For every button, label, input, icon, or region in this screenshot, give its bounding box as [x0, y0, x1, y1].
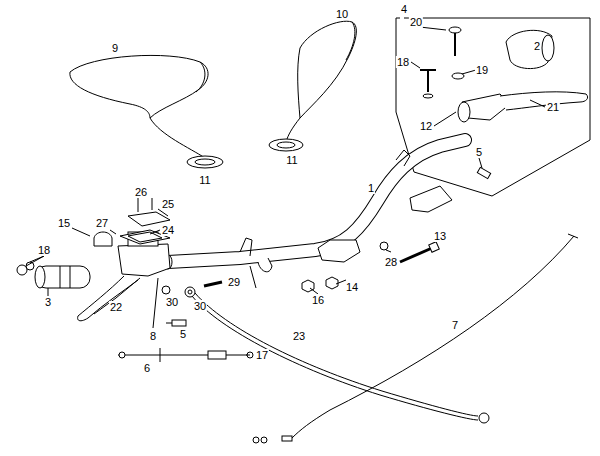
- callout-number: 19: [475, 64, 489, 76]
- callout-number: 8: [149, 330, 157, 342]
- callout-number: 10: [335, 8, 349, 20]
- callout-number: 3: [44, 296, 52, 308]
- callout-number: 18: [37, 244, 51, 256]
- callout-number: 2: [533, 40, 541, 52]
- callout-number: 28: [384, 256, 398, 268]
- callout-number: 16: [311, 294, 325, 306]
- callout-number: 7: [451, 319, 459, 331]
- callout-number: 11: [198, 174, 211, 186]
- callout-number: 14: [345, 281, 359, 293]
- callout-number: 6: [143, 362, 151, 374]
- callout-number: 25: [161, 198, 175, 210]
- callout-number: 30: [165, 296, 179, 308]
- callout-number: 21: [546, 101, 560, 113]
- callout-number: 13: [433, 230, 447, 242]
- callout-number: 29: [227, 276, 241, 288]
- callout-number: 17: [255, 349, 269, 361]
- callout-number: 27: [95, 217, 109, 229]
- callout-number: 1: [367, 182, 375, 194]
- callout-number: 23: [292, 330, 306, 342]
- callout-number: 4: [400, 3, 408, 15]
- callout-number: 11: [285, 154, 298, 166]
- callout-number: 20: [409, 16, 423, 28]
- callout-number: 5: [179, 328, 187, 340]
- callout-number: 5: [475, 146, 483, 158]
- callout-number: 18: [396, 56, 410, 68]
- callout-number: 9: [111, 42, 119, 54]
- callout-number: 22: [109, 301, 123, 313]
- callout-number: 15: [57, 217, 71, 229]
- callout-number: 30: [193, 300, 207, 312]
- callout-number: 12: [419, 120, 433, 132]
- callout-number: 24: [161, 224, 175, 236]
- callout-number: 26: [134, 186, 148, 198]
